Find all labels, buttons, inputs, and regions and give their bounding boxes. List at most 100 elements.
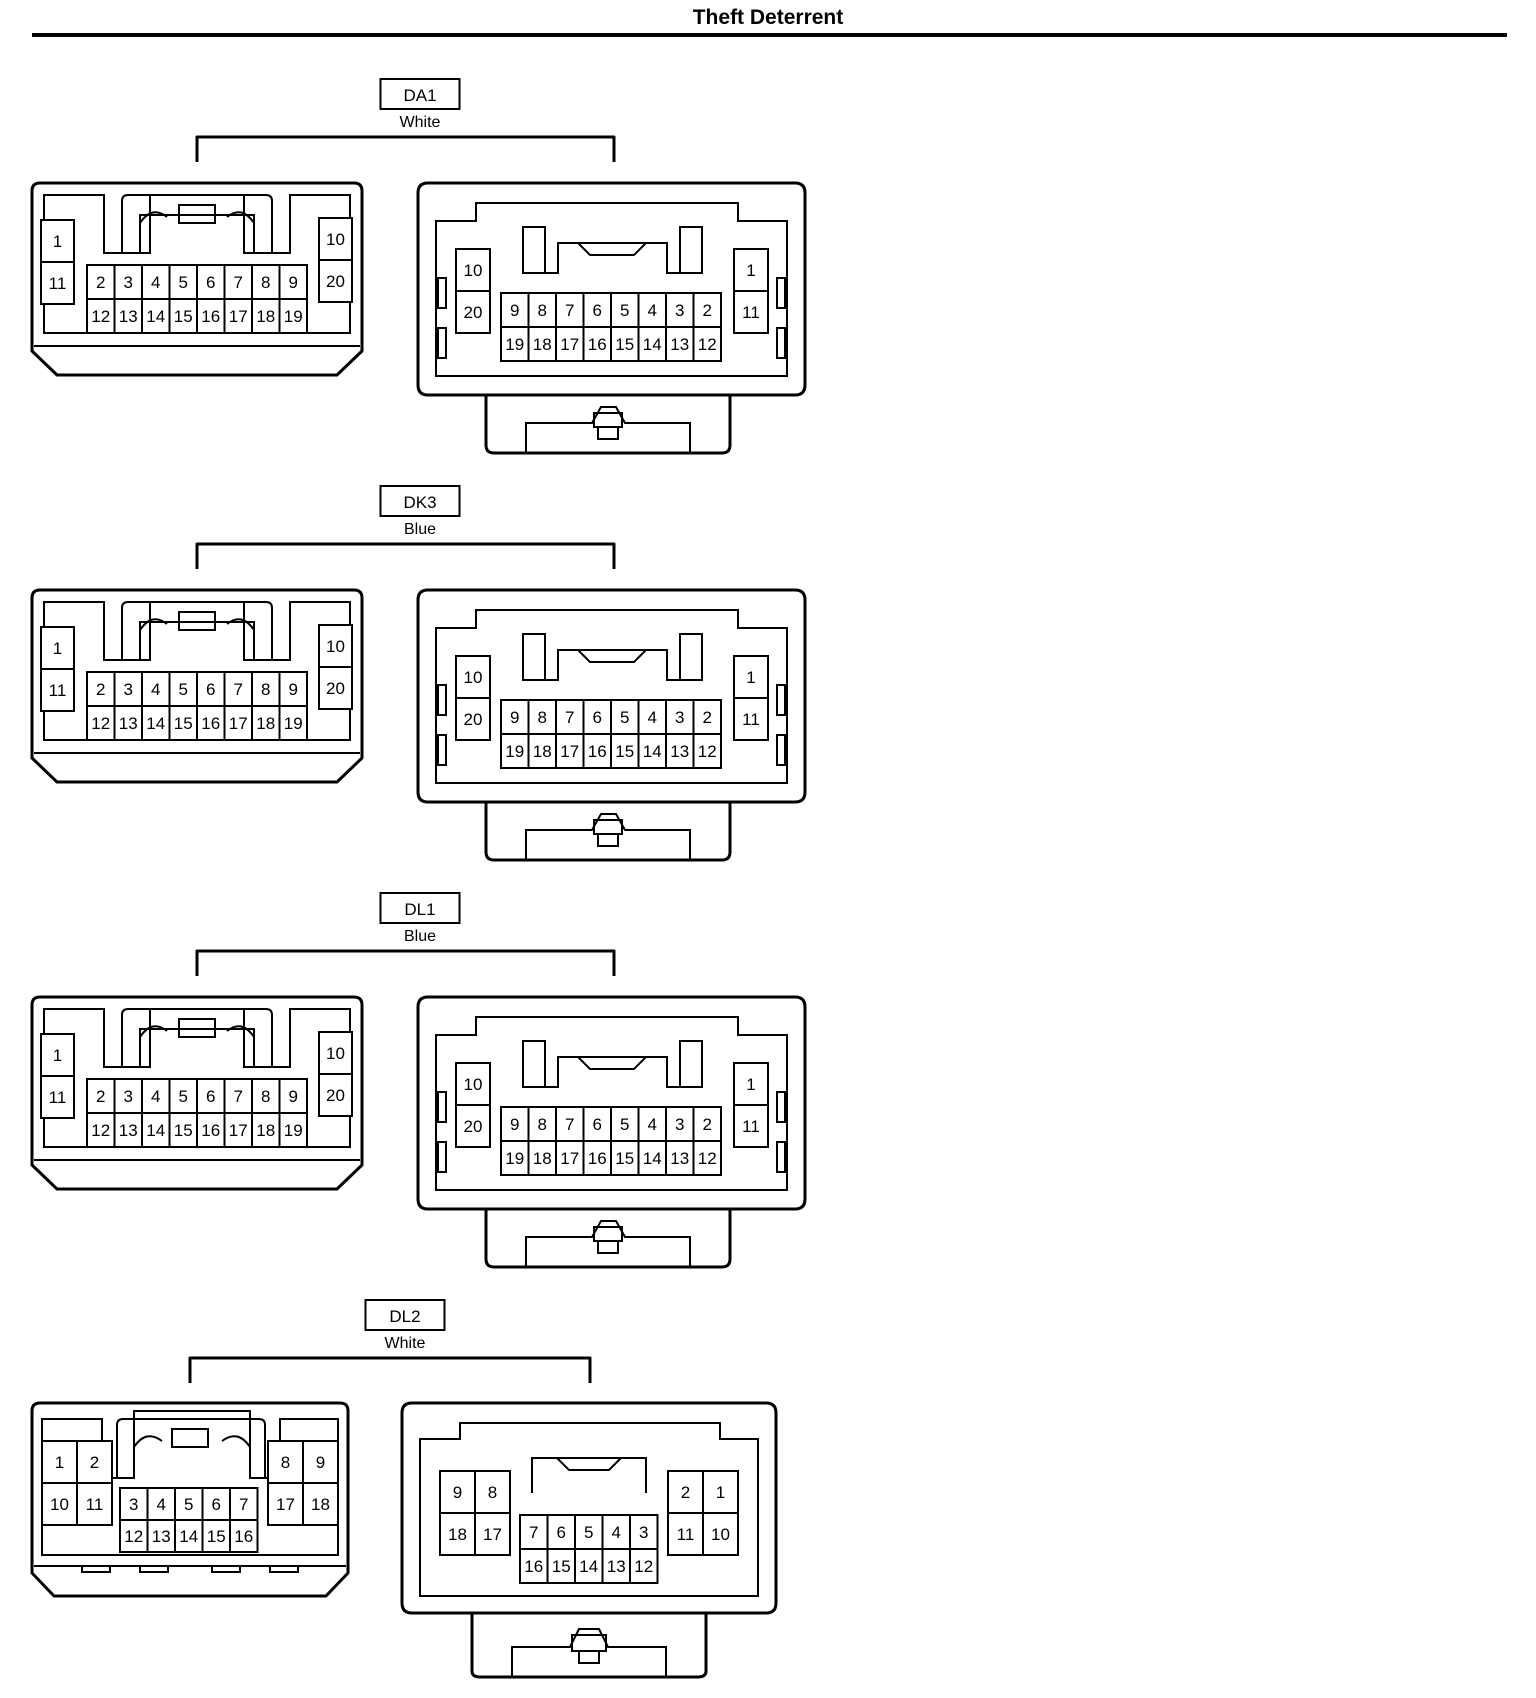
pin-number: 4 [612, 1523, 621, 1542]
pin-number: 3 [639, 1523, 648, 1542]
pin-number: 18 [256, 1121, 275, 1140]
pin-number: 13 [607, 1557, 626, 1576]
pin-cell [229, 1487, 259, 1521]
pin-number: 19 [284, 307, 303, 326]
connector-id: DL2 [389, 1307, 420, 1326]
side-slot [437, 277, 447, 309]
pin-cell [629, 1548, 659, 1584]
pin-cell [474, 1470, 511, 1514]
pin-number: 18 [448, 1525, 467, 1544]
pin-cell [146, 1519, 176, 1553]
pin-number: 20 [326, 679, 345, 698]
pin-number: 1 [53, 639, 62, 658]
pin-cell [40, 1033, 75, 1077]
pin-number: 10 [326, 230, 345, 249]
side-slot [437, 1141, 447, 1173]
side-slot [776, 327, 786, 359]
male-key-bridge [545, 649, 680, 681]
connector-id-box [364, 1299, 446, 1331]
pin-number: 5 [179, 1087, 188, 1106]
pin-number: 18 [311, 1495, 330, 1514]
pin-number: 9 [510, 1115, 519, 1134]
pin-cell [455, 1104, 491, 1148]
tab-latch [578, 1650, 600, 1664]
latch-curve [226, 1025, 255, 1038]
pin-number: 18 [256, 307, 275, 326]
pin-cell [702, 1512, 739, 1556]
pin-number: 11 [742, 1117, 760, 1136]
pin-number: 10 [326, 1044, 345, 1063]
male-key-right [679, 1040, 703, 1088]
pairing-bracket [195, 135, 616, 162]
pin-cell [86, 705, 116, 741]
pin-number: 6 [206, 680, 215, 699]
male-key-left [522, 633, 546, 681]
pin-cell [113, 705, 143, 741]
pin-cell [527, 326, 557, 362]
foot-slot [211, 1565, 241, 1573]
male-latch-notch [577, 649, 647, 663]
pin-cell [41, 1482, 78, 1526]
pin-cell [702, 1470, 739, 1514]
pin-cell [500, 1140, 530, 1176]
pin-number: 18 [533, 742, 552, 761]
pin-number: 14 [146, 714, 165, 733]
pin-number: 20 [464, 1117, 483, 1136]
pin-cell [519, 1514, 549, 1550]
pin-number: 9 [453, 1483, 462, 1502]
female-latch-tab [178, 611, 216, 631]
male-housing [416, 588, 807, 804]
side-slot [776, 1091, 786, 1123]
pin-cell [113, 1112, 143, 1148]
female-housing [30, 1401, 350, 1598]
pin-number: 2 [96, 680, 105, 699]
pin-number: 8 [538, 1115, 547, 1134]
pin-number: 15 [615, 1149, 634, 1168]
pin-number: 4 [648, 1115, 657, 1134]
pin-number: 3 [124, 1087, 133, 1106]
pin-number: 2 [90, 1453, 99, 1472]
side-slot [776, 734, 786, 766]
pin-number: 3 [675, 708, 684, 727]
pin-cell [196, 705, 226, 741]
pairing-bracket [195, 542, 616, 569]
pin-cell [667, 1470, 704, 1514]
pin-number: 11 [49, 274, 67, 293]
tab-latch [593, 819, 623, 835]
pin-number: 5 [620, 1115, 629, 1134]
pin-number: 16 [201, 307, 220, 326]
pin-cell [546, 1548, 576, 1584]
pin-number: 13 [152, 1527, 171, 1546]
pin-cell [733, 248, 769, 292]
pin-number: 19 [505, 335, 524, 354]
pin-cell [474, 1512, 511, 1556]
pin-cell [302, 1482, 339, 1526]
male-key-left [522, 226, 546, 274]
pin-number: 9 [316, 1453, 325, 1472]
pin-number: 17 [560, 1149, 579, 1168]
pin-number: 13 [119, 307, 138, 326]
male-key-left [522, 1040, 546, 1088]
pin-cell [40, 261, 75, 305]
pin-number: 4 [151, 680, 160, 699]
pin-number: 11 [742, 303, 760, 322]
pin-number: 7 [565, 301, 574, 320]
side-slot [776, 684, 786, 716]
pin-cell [168, 264, 198, 300]
pin-cell [251, 705, 281, 741]
tab-latch [593, 412, 623, 428]
pin-number: 4 [648, 301, 657, 320]
latch-curve [226, 211, 255, 224]
pin-cell [278, 264, 308, 300]
pin-number: 4 [151, 1087, 160, 1106]
pin-cell [692, 699, 722, 735]
pin-number: 17 [229, 1121, 248, 1140]
male-cavity [435, 1016, 788, 1191]
female-latch-frame [121, 601, 273, 660]
pin-number: 8 [261, 1087, 270, 1106]
pin-number: 1 [746, 1075, 755, 1094]
pin-cell [196, 1078, 226, 1114]
connector-color: White [400, 114, 441, 131]
pin-cell [223, 1078, 253, 1114]
